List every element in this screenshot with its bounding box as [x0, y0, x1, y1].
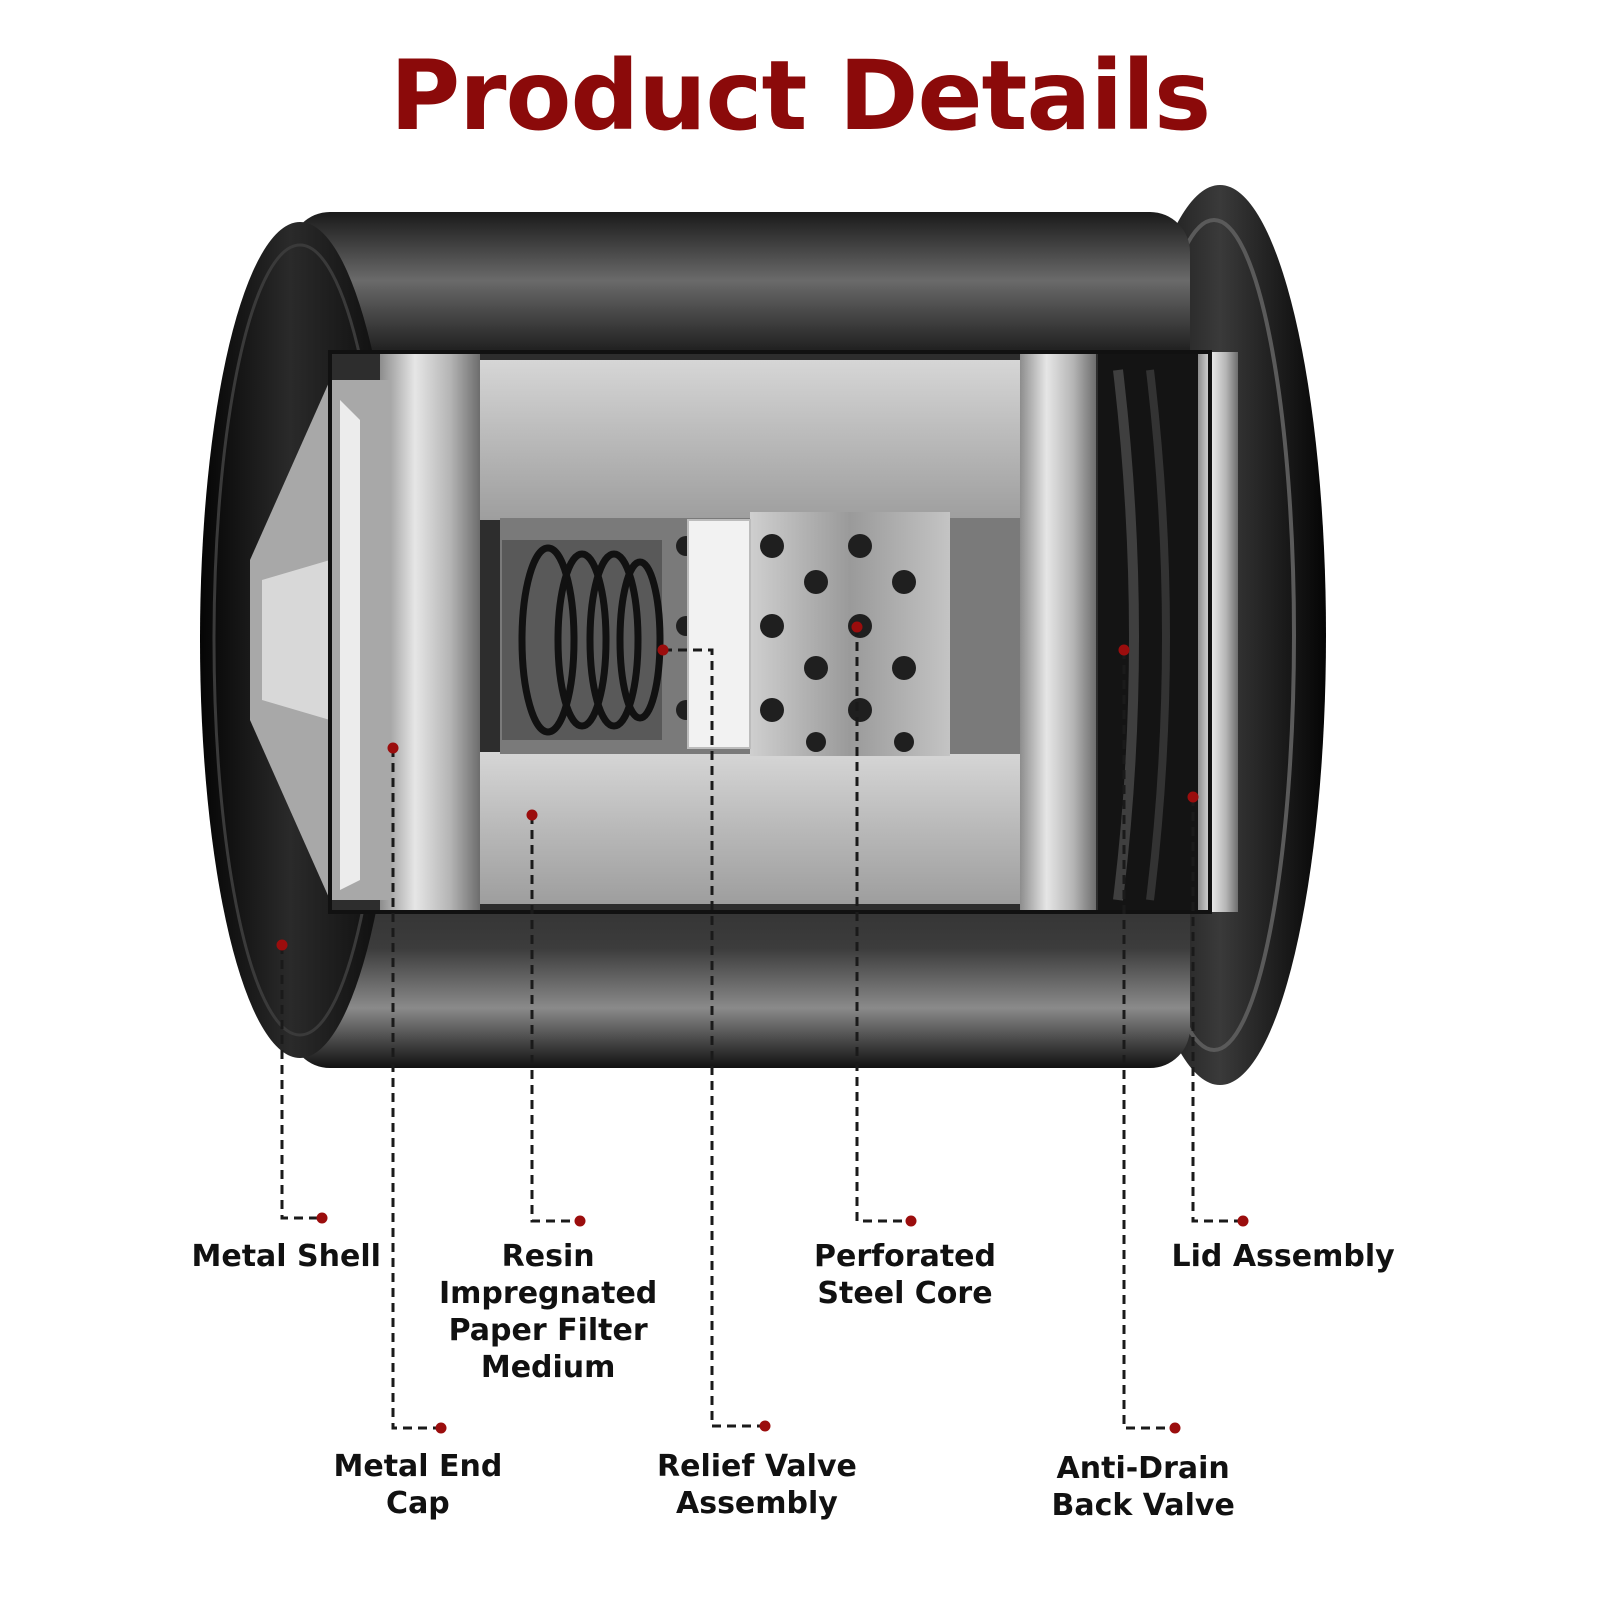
lid-assembly-label: Lid Assembly — [1172, 1238, 1395, 1275]
lid-assembly-end-dot — [1237, 1215, 1249, 1227]
callout-leaders — [276, 621, 1249, 1434]
relief-valve-leader-line — [663, 648, 765, 1428]
relief-valve-label-line: Assembly — [676, 1486, 838, 1521]
perforated-steel-core-anchor-dot — [851, 621, 863, 633]
resin-paper-filter-end-dot — [574, 1215, 586, 1227]
relief-valve-spring — [518, 544, 664, 736]
resin-paper-filter-label-line: Resin — [501, 1239, 595, 1274]
metal-shell-end-dot — [316, 1212, 328, 1224]
metal-shell-leader-line — [280, 945, 322, 1220]
relief-valve-label-line: Relief Valve — [657, 1449, 857, 1484]
resin-paper-filter-label-line: Impregnated — [439, 1276, 658, 1311]
lid-assembly-anchor-dot — [1187, 791, 1199, 803]
relief-valve-anchor-dot — [657, 644, 669, 656]
resin-paper-filter-label-line: Medium — [480, 1350, 616, 1385]
anti-drain-back-valve-label-line: Back Valve — [1051, 1488, 1235, 1523]
anti-drain-back-valve-label-line: Anti-Drain — [1056, 1451, 1230, 1486]
anti-drain-back-valve-anchor-dot — [1118, 644, 1130, 656]
metal-end-cap-label-line: Metal End — [333, 1449, 503, 1484]
resin-paper-filter-leader-line — [530, 815, 580, 1223]
valve-band — [687, 519, 751, 749]
oil-filter — [200, 185, 1326, 1085]
perforated-steel-core-leader-line — [855, 627, 911, 1223]
perforated-steel-core-label-line: Perforated — [814, 1239, 996, 1274]
anti-drain-gasket — [1098, 352, 1198, 912]
page-title: Product Details — [389, 40, 1211, 152]
metal-shell-label-line: Metal Shell — [191, 1239, 381, 1274]
lid-assembly-leader-line — [1191, 797, 1243, 1223]
perforated-steel-core-end-dot — [905, 1215, 917, 1227]
metal-end-cap-leader-line — [391, 748, 441, 1430]
paper-filter-media-top — [480, 360, 1040, 520]
metal-shell-label: Metal Shell — [192, 1238, 381, 1275]
relief-valve-end-dot — [759, 1420, 771, 1432]
lid-assembly-label-line: Lid Assembly — [1171, 1239, 1395, 1274]
lid-plate — [1198, 352, 1238, 912]
resin-paper-filter-anchor-dot — [526, 809, 538, 821]
core-perforations — [676, 534, 916, 752]
metal-end-cap-label-line: Cap — [386, 1486, 450, 1521]
resin-paper-filter-label-line: Paper Filter — [448, 1313, 648, 1348]
metal-end-cap-end-dot — [435, 1422, 447, 1434]
anti-drain-back-valve-leader-line — [1122, 650, 1175, 1430]
metal-shell-anchor-dot — [276, 939, 288, 951]
cutaway-window — [250, 352, 1238, 912]
anti-drain-back-valve-end-dot — [1169, 1422, 1181, 1434]
perforated-steel-core-label-line: Steel Core — [817, 1276, 993, 1311]
paper-filter-media-bottom — [480, 752, 1040, 904]
end-cap-ring — [380, 352, 480, 912]
metal-end-cap-anchor-dot — [387, 742, 399, 754]
